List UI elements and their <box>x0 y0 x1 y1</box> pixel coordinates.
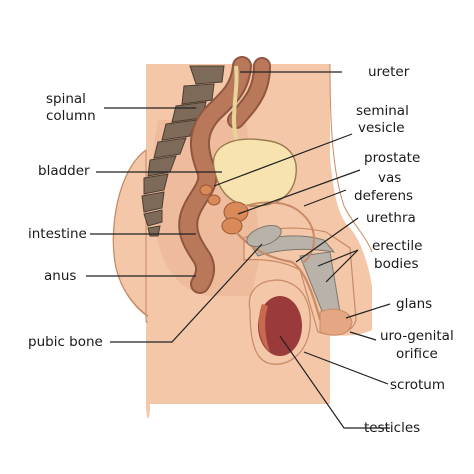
leader-uro-genital-orifice <box>349 331 377 341</box>
epididymis-shape <box>258 304 270 352</box>
leader-erectile-2 <box>325 249 359 283</box>
leader-urethra <box>295 217 359 263</box>
label-prostate: prostate <box>364 150 420 166</box>
label-seminal-vesicle-line1: seminal <box>356 103 409 119</box>
leader-testicles <box>279 335 390 429</box>
leader-lines <box>86 71 391 429</box>
thigh <box>148 300 250 404</box>
label-erectile-bodies-line1: erectile <box>372 238 422 254</box>
leader-erectile-1 <box>317 249 359 267</box>
label-testicles: testicles <box>364 420 420 436</box>
spinal-column <box>141 65 225 237</box>
anatomy-illustration <box>112 56 373 419</box>
testicle-shape <box>258 296 302 356</box>
label-intestine: intestine <box>28 226 87 242</box>
label-uro-genital-orifice-line2: orifice <box>396 346 438 362</box>
leader-vas-deferens <box>303 189 347 207</box>
leader-scrotum <box>303 351 389 385</box>
labels: ureter spinal column seminal vesicle bla… <box>28 64 454 436</box>
label-spinal-column-line2: column <box>46 108 96 124</box>
leader-seminal-vesicle <box>213 133 353 187</box>
label-bladder: bladder <box>38 163 90 179</box>
bladder-shape <box>212 138 297 207</box>
label-vas-deferens-line1: vas <box>378 170 401 186</box>
label-vas-deferens-line2: deferens <box>354 188 413 204</box>
label-urethra: urethra <box>366 210 416 226</box>
abdomen-edge <box>329 63 373 253</box>
label-ureter: ureter <box>368 64 410 80</box>
label-seminal-vesicle-line2: vesicle <box>358 120 405 136</box>
leader-glans <box>345 303 391 319</box>
label-erectile-bodies-line2: bodies <box>374 256 419 272</box>
label-spinal-column-line1: spinal <box>46 91 86 107</box>
label-scrotum: scrotum <box>390 377 445 393</box>
leader-prostate <box>237 169 361 215</box>
prostate-group <box>199 184 249 235</box>
label-glans: glans <box>396 296 432 312</box>
glans-shape <box>319 308 353 336</box>
label-uro-genital-orifice-line1: uro-genital <box>380 328 454 344</box>
pubic-bone-shape <box>246 225 282 247</box>
leader-pubic-bone <box>110 243 263 343</box>
label-pubic-bone: pubic bone <box>28 334 103 350</box>
label-anus: anus <box>44 268 76 284</box>
buttock-outline <box>112 149 165 325</box>
